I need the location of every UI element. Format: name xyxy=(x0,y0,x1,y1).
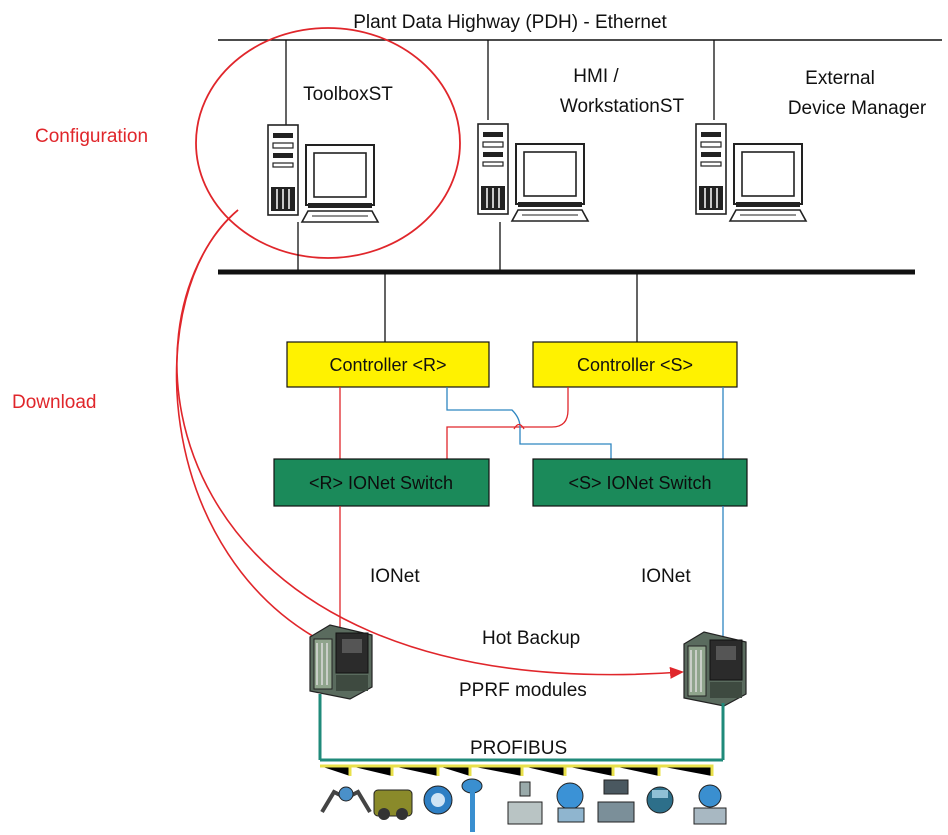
external-device-manager-workstation xyxy=(695,123,807,222)
controller-r: Controller <R> xyxy=(286,341,490,388)
analyzer-icon xyxy=(646,786,674,814)
flow-transmitter-icon xyxy=(693,784,727,825)
temperature-probe-icon xyxy=(461,778,483,832)
pprf-modules-label: PPRF modules xyxy=(459,680,587,701)
toolboxst-workstation xyxy=(267,124,379,223)
control-valve-icon xyxy=(597,779,635,823)
ionet-left-label: IONet xyxy=(370,566,420,587)
level-transmitter-icon xyxy=(423,785,453,815)
download-arrow-r xyxy=(175,209,337,649)
controller-r-label: Controller <R> xyxy=(329,355,446,375)
profibus-drops xyxy=(320,764,714,776)
r-ionet-switch-label: <R> IONet Switch xyxy=(309,473,453,493)
s-ionet-switch: <S> IONet Switch xyxy=(532,458,748,507)
ionet-right-label: IONet xyxy=(641,566,691,587)
download-arrow-s xyxy=(176,209,684,679)
controller-s-label: Controller <S> xyxy=(577,355,693,375)
valve-icon xyxy=(507,781,543,825)
hot-backup-label: Hot Backup xyxy=(482,628,580,649)
hmi-workstation xyxy=(477,123,589,222)
edm-label-line2: Device Manager xyxy=(788,98,927,119)
s-ionet-switch-label: <S> IONet Switch xyxy=(568,473,711,493)
pprf-module-r xyxy=(309,624,373,700)
pressure-transmitter-icon xyxy=(556,782,585,823)
r-ionet-switch: <R> IONet Switch xyxy=(273,458,490,507)
red-cross-link xyxy=(446,387,569,459)
download-label: Download xyxy=(12,392,97,413)
hmi-label-line2: WorkstationST xyxy=(560,96,685,117)
actuator-icon xyxy=(373,789,413,820)
toolboxst-label: ToolboxST xyxy=(303,84,393,105)
profibus-label: PROFIBUS xyxy=(470,738,567,759)
configuration-ellipse xyxy=(195,27,461,259)
flow-meter-icon xyxy=(320,786,372,814)
edm-label-line1: External xyxy=(805,68,875,89)
controller-s: Controller <S> xyxy=(532,341,738,388)
hmi-label-line1: HMI / xyxy=(573,66,619,87)
configuration-label: Configuration xyxy=(35,126,148,147)
pprf-module-s xyxy=(683,631,747,707)
pdh-label: Plant Data Highway (PDH) - Ethernet xyxy=(353,12,667,33)
blue-cross-link xyxy=(446,387,612,459)
